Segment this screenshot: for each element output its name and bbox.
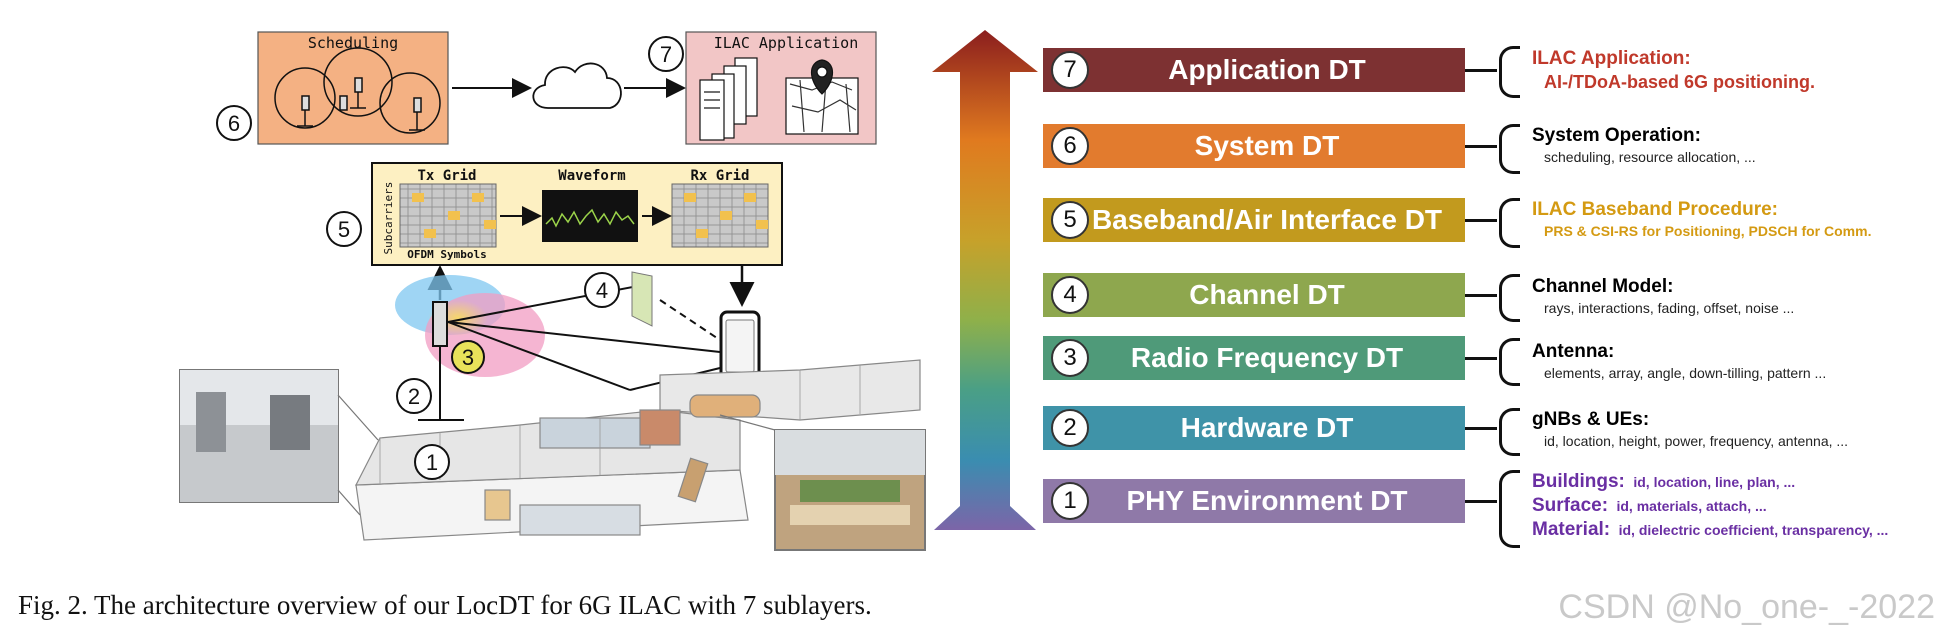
layer-label: Baseband/Air Interface DT	[1091, 204, 1443, 235]
phy-buildings-title: Buildings:	[1532, 471, 1625, 492]
layer-number: 5	[1051, 201, 1089, 239]
layer-number: 1	[1051, 482, 1089, 520]
desc-hardware: gNBs & UEs: id, location, height, power,…	[1532, 409, 1848, 449]
marker-5: 5	[326, 211, 362, 247]
marker-2: 2	[396, 378, 432, 414]
layer-label: PHY Environment DT	[1126, 485, 1408, 516]
layer-stack-arrow	[932, 30, 1038, 530]
bracket-2	[1499, 408, 1520, 456]
layer-number: 4	[1051, 276, 1089, 314]
phy-surface-title: Surface:	[1532, 495, 1609, 516]
desc-title: gNBs & UEs:	[1532, 409, 1650, 430]
svg-text:4: 4	[596, 278, 608, 303]
ofdm-label: OFDM Symbols	[407, 248, 486, 261]
tx-grid-label: Tx Grid	[417, 168, 476, 184]
photo-meeting-room	[719, 414, 926, 551]
desc-sub: scheduling, resource allocation, ...	[1544, 149, 1756, 165]
bracket-7	[1499, 46, 1520, 98]
waveform-label: Waveform	[558, 168, 625, 184]
layer-number: 3	[1051, 339, 1089, 377]
layer-label: System DT	[1194, 130, 1340, 161]
layer-4-channel: 4 Channel DT	[1043, 273, 1497, 317]
map-pin-icon	[785, 59, 859, 135]
layer-number: 6	[1051, 127, 1089, 165]
desc-title: Channel Model:	[1532, 276, 1674, 297]
marker-4: 4	[584, 272, 620, 308]
desc-channel: Channel Model: rays, interactions, fadin…	[1532, 276, 1794, 316]
scheduling-box: Scheduling	[257, 31, 449, 145]
ilac-app-label: ILAC Application	[714, 34, 859, 52]
photo-lobby	[179, 369, 379, 516]
marker-7: 7	[648, 36, 684, 72]
svg-text:7: 7	[660, 42, 672, 67]
desc-sub: rays, interactions, fading, offset, nois…	[1544, 300, 1795, 316]
waveform-plot	[542, 190, 638, 242]
architecture-diagram: Scheduling 6 ILAC Application	[179, 31, 926, 551]
ilac-app-box: ILAC Application	[685, 31, 877, 145]
layer-1-phy-environment: 1 PHY Environment DT	[1043, 479, 1497, 523]
reflector	[631, 271, 653, 327]
svg-text:1: 1	[426, 450, 438, 475]
watermark: CSDN @No_one-_-2022	[1558, 588, 1935, 626]
layer-label: Radio Frequency DT	[1130, 342, 1404, 373]
layer-number: 2	[1051, 409, 1089, 447]
desc-antenna: Antenna: elements, array, angle, down-ti…	[1532, 341, 1826, 381]
svg-text:5: 5	[338, 217, 350, 242]
layer-6-system: 6 System DT	[1043, 124, 1497, 168]
layer-label: Application DT	[1168, 54, 1366, 85]
desc-sub: AI-/TDoA-based 6G positioning.	[1544, 72, 1815, 92]
cloud-icon	[532, 62, 622, 109]
layer-5-baseband: 5 Baseband/Air Interface DT	[1043, 198, 1497, 242]
desc-title: ILAC Baseband Procedure:	[1532, 199, 1778, 220]
layer-7-application: 7 Application DT	[1043, 48, 1497, 92]
phone-icon	[719, 310, 761, 380]
phy-material-title: Material:	[1532, 519, 1611, 540]
phy-material-sub: id, dielectric coefficient, transparency…	[1618, 522, 1889, 538]
svg-text:3: 3	[462, 345, 474, 370]
bracket-6	[1499, 124, 1520, 174]
bracket-5	[1499, 198, 1520, 248]
scheduling-label: Scheduling	[308, 34, 398, 52]
desc-sub: PRS & CSI-RS for Positioning, PDSCH for …	[1544, 223, 1872, 239]
server-icon	[699, 57, 758, 141]
desc-sub: elements, array, angle, down-tilling, pa…	[1544, 365, 1827, 381]
antenna-icon	[418, 301, 464, 421]
marker-1: 1	[414, 444, 450, 480]
svg-text:6: 6	[228, 111, 240, 136]
figure-caption: Fig. 2. The architecture overview of our…	[18, 590, 872, 620]
layer-3-radio-frequency: 3 Radio Frequency DT	[1043, 336, 1497, 380]
bracket-3	[1499, 338, 1520, 386]
layer-number: 7	[1051, 51, 1089, 89]
subcarriers-label: Subcarriers	[382, 182, 395, 255]
baseband-box: Tx Grid Waveform Rx Grid Subcarriers OFD…	[371, 162, 783, 266]
bracket-4	[1499, 274, 1520, 322]
layer-label: Channel DT	[1189, 279, 1345, 310]
bracket-1	[1499, 470, 1520, 548]
svg-text:2: 2	[408, 384, 420, 409]
desc-phy: Buildings: id, location, line, plan, ...…	[1532, 470, 1888, 542]
desc-title: System Operation:	[1532, 125, 1701, 146]
layer-label: Hardware DT	[1180, 412, 1354, 443]
desc-title: Antenna:	[1532, 341, 1615, 362]
desc-application: ILAC Application: AI-/TDoA-based 6G posi…	[1532, 48, 1815, 93]
phy-surface-sub: id, materials, attach, ...	[1616, 498, 1767, 514]
marker-3: 3	[451, 340, 485, 374]
desc-sub: id, location, height, power, frequency, …	[1544, 433, 1849, 449]
desc-title: ILAC Application:	[1532, 48, 1691, 69]
desc-baseband: ILAC Baseband Procedure: PRS & CSI-RS fo…	[1532, 199, 1871, 239]
desc-system: System Operation: scheduling, resource a…	[1532, 125, 1756, 165]
rays	[447, 285, 721, 391]
building-floorplan	[354, 359, 921, 541]
phy-buildings-sub: id, location, line, plan, ...	[1633, 474, 1796, 490]
layer-2-hardware: 2 Hardware DT	[1043, 406, 1497, 450]
rx-grid-label: Rx Grid	[690, 168, 749, 184]
marker-6: 6	[216, 105, 252, 141]
